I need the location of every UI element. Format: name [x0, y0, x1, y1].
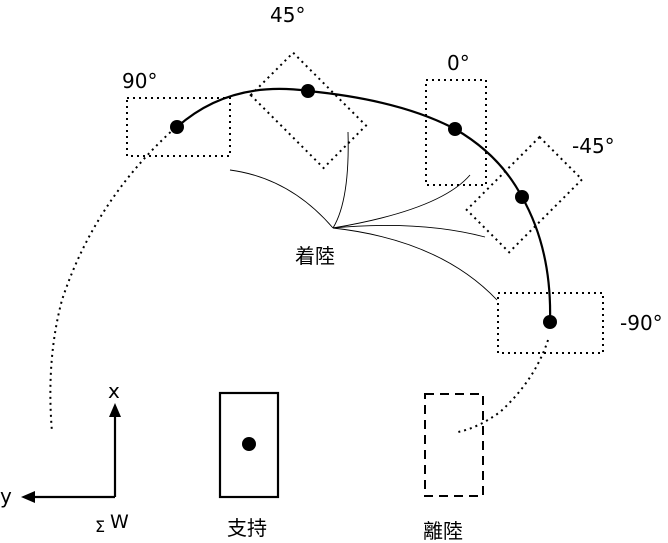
x-axis-arrowhead	[109, 403, 121, 417]
angle-label-minus45: -45°	[572, 134, 615, 158]
liftoff-foot-box	[424, 393, 484, 497]
support-foot-box	[218, 391, 280, 499]
world-frame: x y Σ W	[0, 379, 129, 536]
touchdown-label: 着陸	[295, 244, 335, 268]
contact-dot-minus90	[543, 315, 557, 329]
foot-box-0	[425, 79, 487, 186]
foot-box-90	[126, 97, 231, 157]
touchdown-lines	[229, 131, 498, 301]
x-axis-label: x	[108, 379, 120, 403]
foot-box-minus90	[497, 292, 604, 354]
contact-dot-minus45	[515, 190, 529, 204]
angle-label-45: 45°	[270, 3, 305, 27]
contact-dot-0	[448, 122, 462, 136]
foot-box-minus45	[465, 135, 584, 254]
support-contact-dot	[242, 437, 256, 451]
liftoff-label: 離陸	[423, 519, 463, 543]
angle-label-0: 0°	[447, 51, 470, 75]
angle-label-minus90: -90°	[620, 311, 663, 335]
contact-dot-90	[170, 120, 184, 134]
y-axis-label: y	[0, 484, 12, 508]
frame-symbol: Σ	[95, 517, 105, 536]
angle-label-90: 90°	[122, 69, 157, 93]
y-axis-arrowhead	[21, 491, 35, 503]
contact-dot-45	[301, 84, 315, 98]
frame-subscript: W	[110, 511, 129, 533]
swing-arc	[176, 87, 552, 323]
foot-box-45	[249, 51, 368, 170]
return-path-right	[457, 339, 549, 433]
support-label: 支持	[227, 516, 267, 540]
